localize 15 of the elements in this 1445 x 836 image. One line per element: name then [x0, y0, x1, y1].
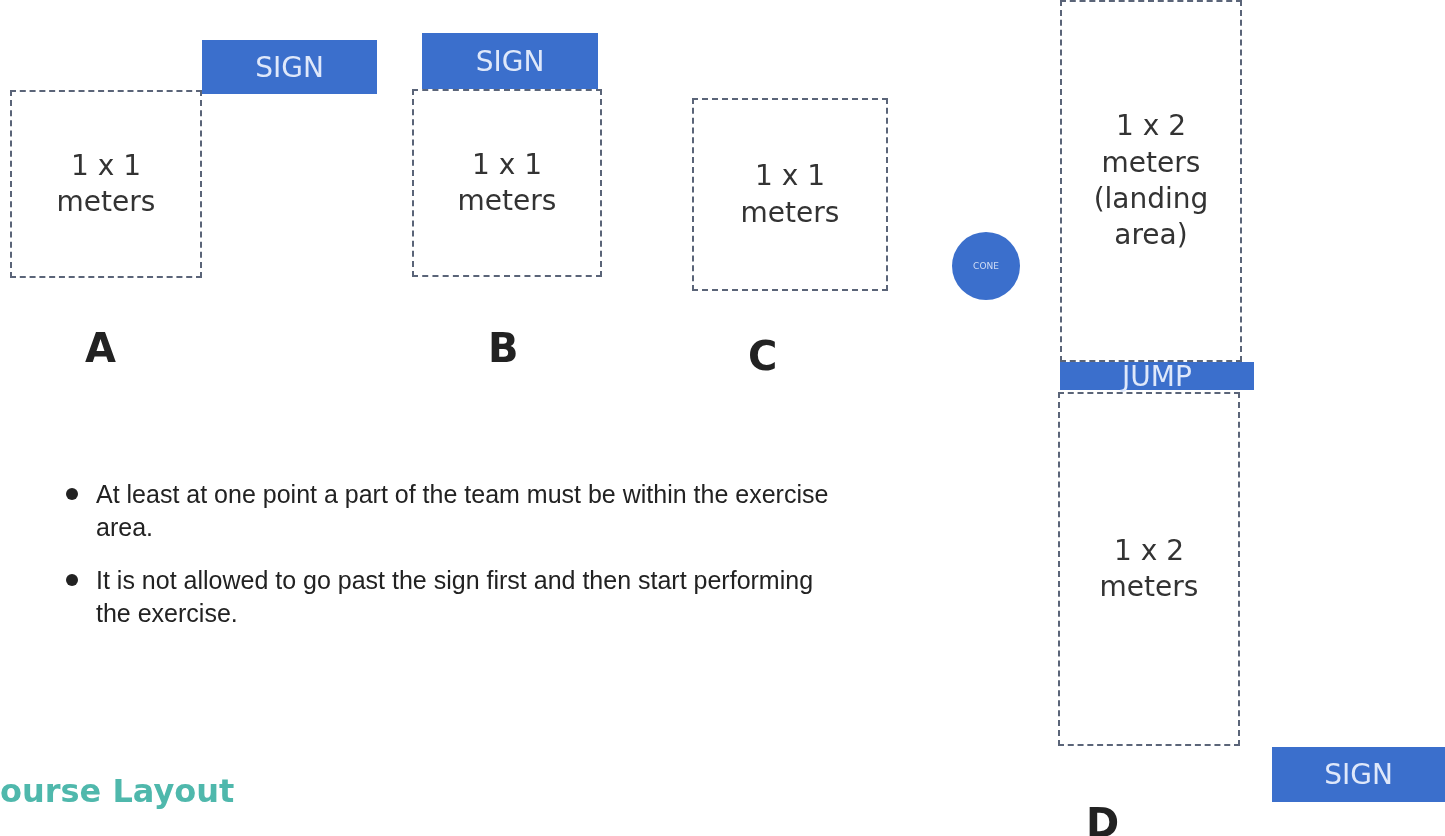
area-letter: B — [488, 325, 519, 371]
bullet-text: It is not allowed to go past the sign first and then start performing the exercise. — [96, 565, 815, 629]
sign-board: SIGN — [422, 33, 598, 89]
sign-board: SIGN — [202, 40, 377, 94]
page-title: ourse Layout — [0, 772, 235, 810]
area-letter: A — [85, 325, 116, 371]
jump-bar: JUMP — [1060, 362, 1254, 390]
exercise-area: 1 x 1 meters — [10, 90, 202, 278]
exercise-area: 1 x 2 meters — [1058, 392, 1240, 746]
sign-board: SIGN — [1272, 747, 1445, 802]
area-letter: C — [748, 333, 778, 379]
exercise-area: 1 x 1 meters — [692, 98, 888, 291]
bullet-text: At least at one point a part of the team must be within the exercise area. — [96, 479, 830, 543]
exercise-area: 1 x 1 meters — [412, 89, 602, 277]
cone-marker: CONE — [952, 232, 1020, 300]
